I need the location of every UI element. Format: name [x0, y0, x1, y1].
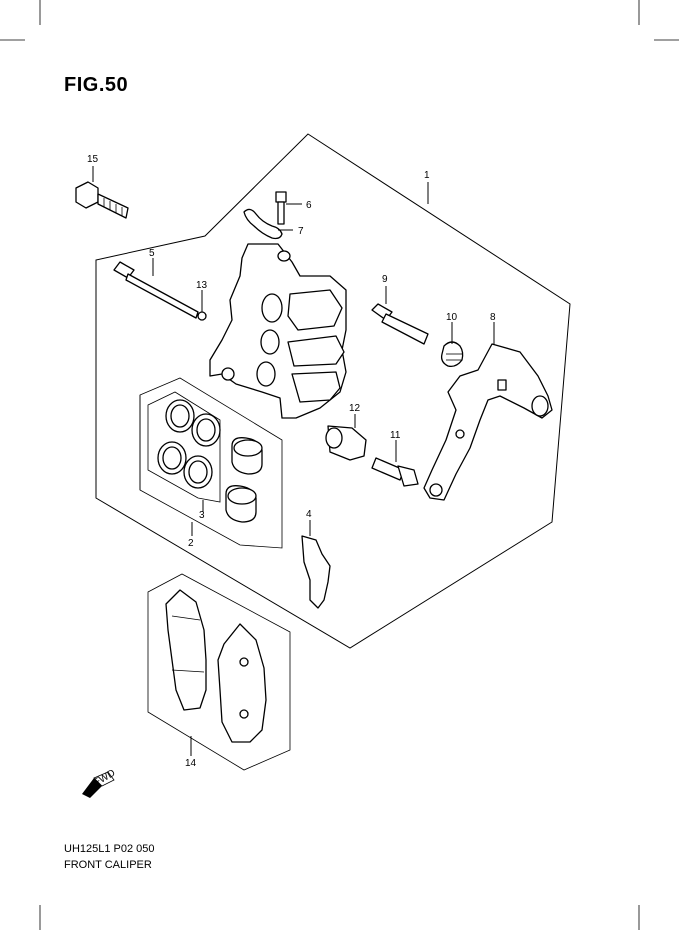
callout-2: 2: [188, 538, 194, 549]
bracket-8: [423, 343, 553, 501]
callout-11: 11: [390, 430, 401, 441]
assembly-outline: [95, 133, 571, 649]
callout-4: 4: [306, 509, 312, 520]
callout-8: 8: [490, 312, 496, 323]
piston-seal-outline: [147, 391, 221, 503]
pin-11: [371, 457, 419, 487]
diagram-code: UH125L1 P02 050: [64, 843, 155, 855]
bleeder-cap-7: [243, 208, 283, 240]
pad-set-outline: [147, 573, 291, 771]
diagram-caption: FRONT CALIPER: [64, 859, 152, 871]
figure-title: FIG.50: [64, 74, 129, 96]
pin-5: [113, 261, 199, 319]
fwd-label: FWD: [92, 768, 117, 789]
callout-3: 3: [199, 510, 205, 521]
bolt-15: [75, 181, 129, 219]
fwd-arrow-icon: FWD: [82, 768, 117, 798]
callout-14: 14: [185, 758, 197, 769]
pin-9: [371, 303, 429, 345]
callout-6: 6: [306, 200, 312, 211]
callout-7: 7: [298, 226, 304, 237]
seal-rings: [157, 399, 221, 489]
callout-10: 10: [446, 312, 458, 323]
callout-15: 15: [87, 154, 99, 165]
pad-spring-4: [301, 535, 331, 609]
callout-9: 9: [382, 274, 388, 285]
boot-10: [440, 341, 464, 368]
clip-13: [197, 311, 207, 321]
brake-pads-14: [165, 589, 267, 743]
leader-lines: [92, 166, 495, 756]
callout-numbers: 1 2 3 4 5 6 7 8 9 10 11 12 13 14 15: [87, 154, 496, 769]
callout-5: 5: [149, 248, 155, 259]
pistons: [225, 437, 263, 523]
bushing-12: [325, 425, 367, 461]
caliper-body: [209, 243, 347, 419]
callout-1: 1: [424, 170, 430, 181]
bleeder-6: [275, 191, 287, 225]
callout-12: 12: [349, 403, 361, 414]
callout-13: 13: [196, 280, 208, 291]
